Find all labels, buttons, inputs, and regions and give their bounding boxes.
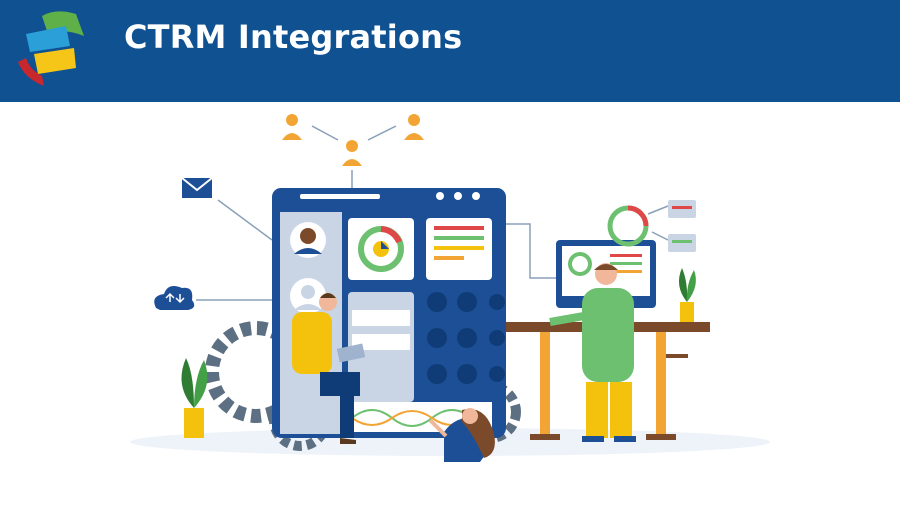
- plant-icon: [678, 268, 696, 322]
- header-bar: CTRM Integrations: [0, 0, 900, 102]
- user-network-icon: [282, 114, 424, 166]
- plant-icon: [181, 358, 208, 438]
- envelope-icon: [181, 177, 213, 198]
- integration-illustration: [130, 114, 770, 462]
- page-title: CTRM Integrations: [124, 18, 463, 56]
- ctrm-logo-icon: [18, 11, 84, 86]
- cloud-sync-icon: [154, 286, 195, 310]
